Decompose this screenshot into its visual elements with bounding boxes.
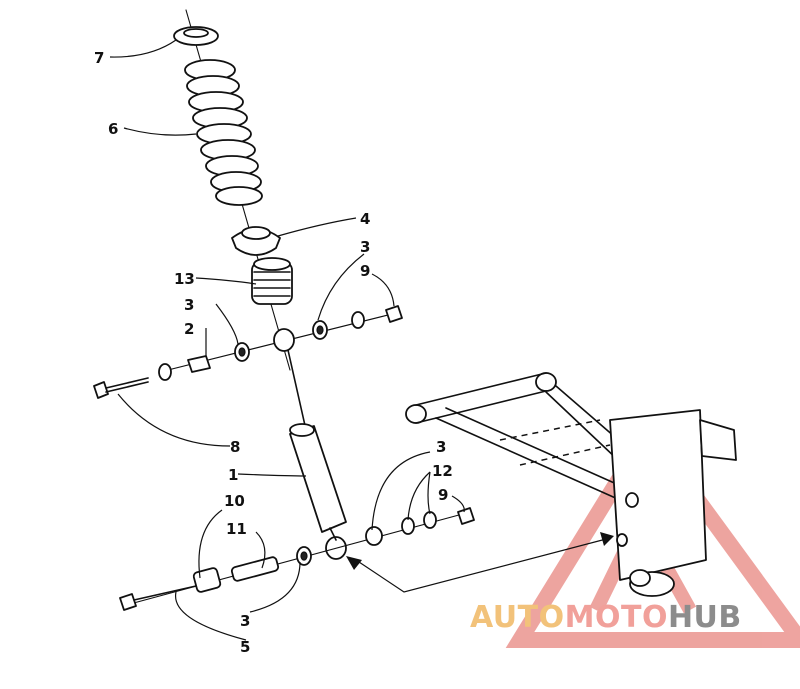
callout-13: 13 [174, 270, 195, 288]
pointer-arrow-line [355, 537, 611, 593]
callout-labels: 7 6 4 3 9 13 3 2 8 1 3 12 9 10 11 3 5 [94, 49, 453, 656]
callout-11: 11 [226, 520, 247, 538]
callout-10: 10 [224, 492, 245, 510]
callout-2: 2 [184, 320, 194, 338]
callout-9-lower: 9 [438, 486, 448, 504]
spring-seat-part-4 [231, 226, 281, 256]
callout-3-lower-left: 3 [240, 612, 250, 630]
callout-3-upper-right: 3 [360, 238, 370, 256]
callout-5: 5 [240, 638, 250, 656]
callout-3-upper-left: 3 [184, 296, 194, 314]
retainer-part-7 [173, 26, 219, 46]
upper-mount-hardware [158, 305, 403, 381]
watermark-part-a: AUTO [470, 600, 565, 635]
callout-12: 12 [432, 462, 453, 480]
shock-absorber-part-1 [287, 349, 347, 560]
callout-6: 6 [108, 120, 118, 138]
callout-9-upper: 9 [360, 262, 370, 280]
watermark-part-c: HUB [667, 600, 742, 635]
watermark-wordmark: AUTOMOTOHUB [470, 600, 742, 635]
callout-3-lower-right: 3 [436, 438, 446, 456]
callout-4: 4 [360, 210, 370, 228]
a-arm-frame [405, 372, 737, 597]
arrowhead-right [600, 532, 614, 546]
bolt-part-8 [93, 377, 149, 399]
arrowhead-left [346, 556, 362, 570]
lower-mount-hardware [119, 507, 475, 611]
coil-spring-part-6 [184, 59, 263, 206]
callout-leaders [109, 39, 465, 641]
callout-1: 1 [228, 466, 238, 484]
callout-8: 8 [230, 438, 240, 456]
adjuster-part-13 [251, 257, 293, 305]
callout-7: 7 [94, 49, 104, 67]
watermark-part-b: MOTO [564, 600, 668, 635]
